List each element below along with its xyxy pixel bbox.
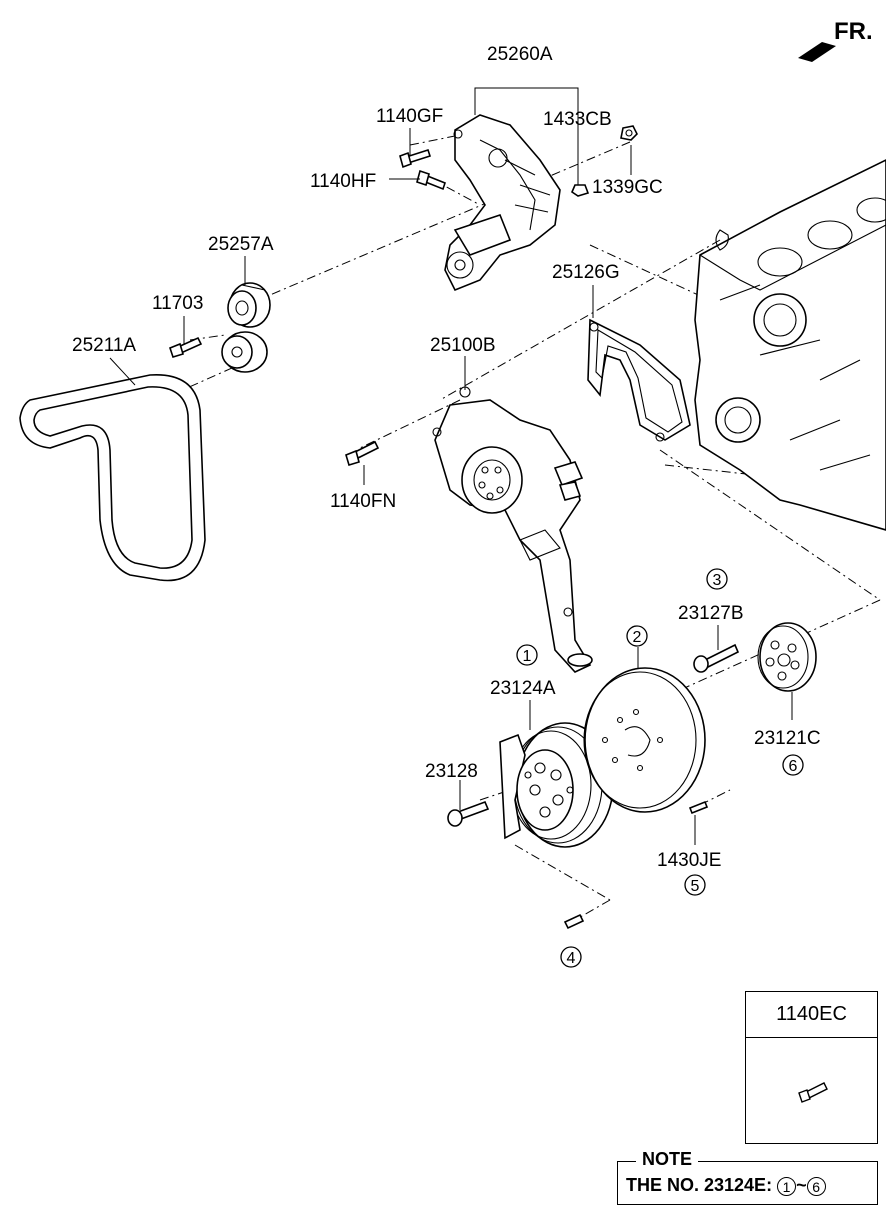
svg-text:1: 1 (523, 648, 532, 665)
callout-5: 5 (684, 874, 706, 896)
svg-text:3: 3 (713, 572, 722, 589)
callout-6: 6 (782, 754, 804, 776)
note-range-end: 6 (806, 1176, 826, 1196)
label-1140HF: 1140HF (310, 171, 376, 192)
idler-pulley-25257A (227, 282, 271, 328)
label-23124A: 23124A (490, 678, 556, 699)
label-1140GF: 1140GF (376, 106, 443, 127)
idler-pulley-lower (221, 331, 268, 373)
bracket-25260A (444, 114, 561, 292)
callout-3: 3 (706, 568, 728, 590)
callout-4: 4 (560, 946, 582, 968)
callout-2: 2 (626, 625, 648, 647)
label-23121C: 23121C (754, 728, 821, 749)
damper-plate (583, 667, 706, 813)
svg-text:4: 4 (567, 950, 576, 967)
svg-text:2: 2 (633, 629, 642, 646)
label-25257A: 25257A (208, 234, 274, 255)
svg-text:6: 6 (789, 758, 798, 775)
label-25100B: 25100B (430, 335, 496, 356)
note-box: NOTE THE NO. 23124E: 1~6 (617, 1149, 878, 1205)
part-labels: 25260A 1140GF 1433CB 1140HF 1339GC 25257… (72, 44, 821, 871)
engine-block (694, 159, 886, 531)
front-direction-indicator: FR. (798, 18, 873, 62)
nut-1339GC (620, 125, 638, 141)
front-arrow-icon (798, 42, 836, 62)
stud-callout-4 (563, 913, 585, 930)
nut-1433CB (571, 184, 590, 197)
bolt-23127B (693, 643, 740, 673)
label-1433CB: 1433CB (543, 109, 612, 130)
water-pump-25100B (432, 386, 593, 673)
label-23127B: 23127B (678, 603, 744, 624)
callout-1: 1 (516, 644, 538, 666)
legend-part-number: 1140EC (746, 992, 877, 1038)
pin-1430JE (688, 800, 709, 815)
gasket-25126G (587, 318, 691, 442)
bolt-1140EC-icon (798, 1082, 828, 1103)
front-direction-label: FR. (834, 18, 873, 45)
label-1140FN: 1140FN (330, 491, 396, 512)
legend-box-1140EC: 1140EC (745, 991, 878, 1144)
note-range-separator: ~ (796, 1175, 807, 1195)
note-text: THE NO. 23124E: 1~6 (626, 1175, 826, 1196)
label-11703: 11703 (152, 293, 203, 314)
label-25260A: 25260A (487, 44, 553, 65)
bolt-11703 (169, 336, 203, 358)
label-23128: 23128 (425, 761, 478, 782)
note-title: NOTE (636, 1149, 699, 1170)
svg-text:5: 5 (691, 878, 700, 895)
bolt-1140HF (416, 169, 446, 191)
callout-numbers: 1 2 3 4 5 6 (516, 568, 804, 968)
label-25211A: 25211A (72, 335, 136, 356)
bolt-1140GF (399, 148, 432, 169)
label-25126G: 25126G (552, 262, 620, 283)
label-1339GC: 1339GC (592, 177, 663, 198)
bolt-1140FN (345, 440, 380, 466)
hub-23121C (757, 622, 817, 692)
note-prefix: THE NO. 23124E: (626, 1175, 773, 1195)
label-1430JE: 1430JE (657, 850, 721, 871)
note-range-start: 1 (777, 1176, 797, 1196)
label-leaders (109, 87, 793, 845)
bolt-23128 (447, 800, 490, 827)
drive-belt-25211A (19, 374, 206, 582)
